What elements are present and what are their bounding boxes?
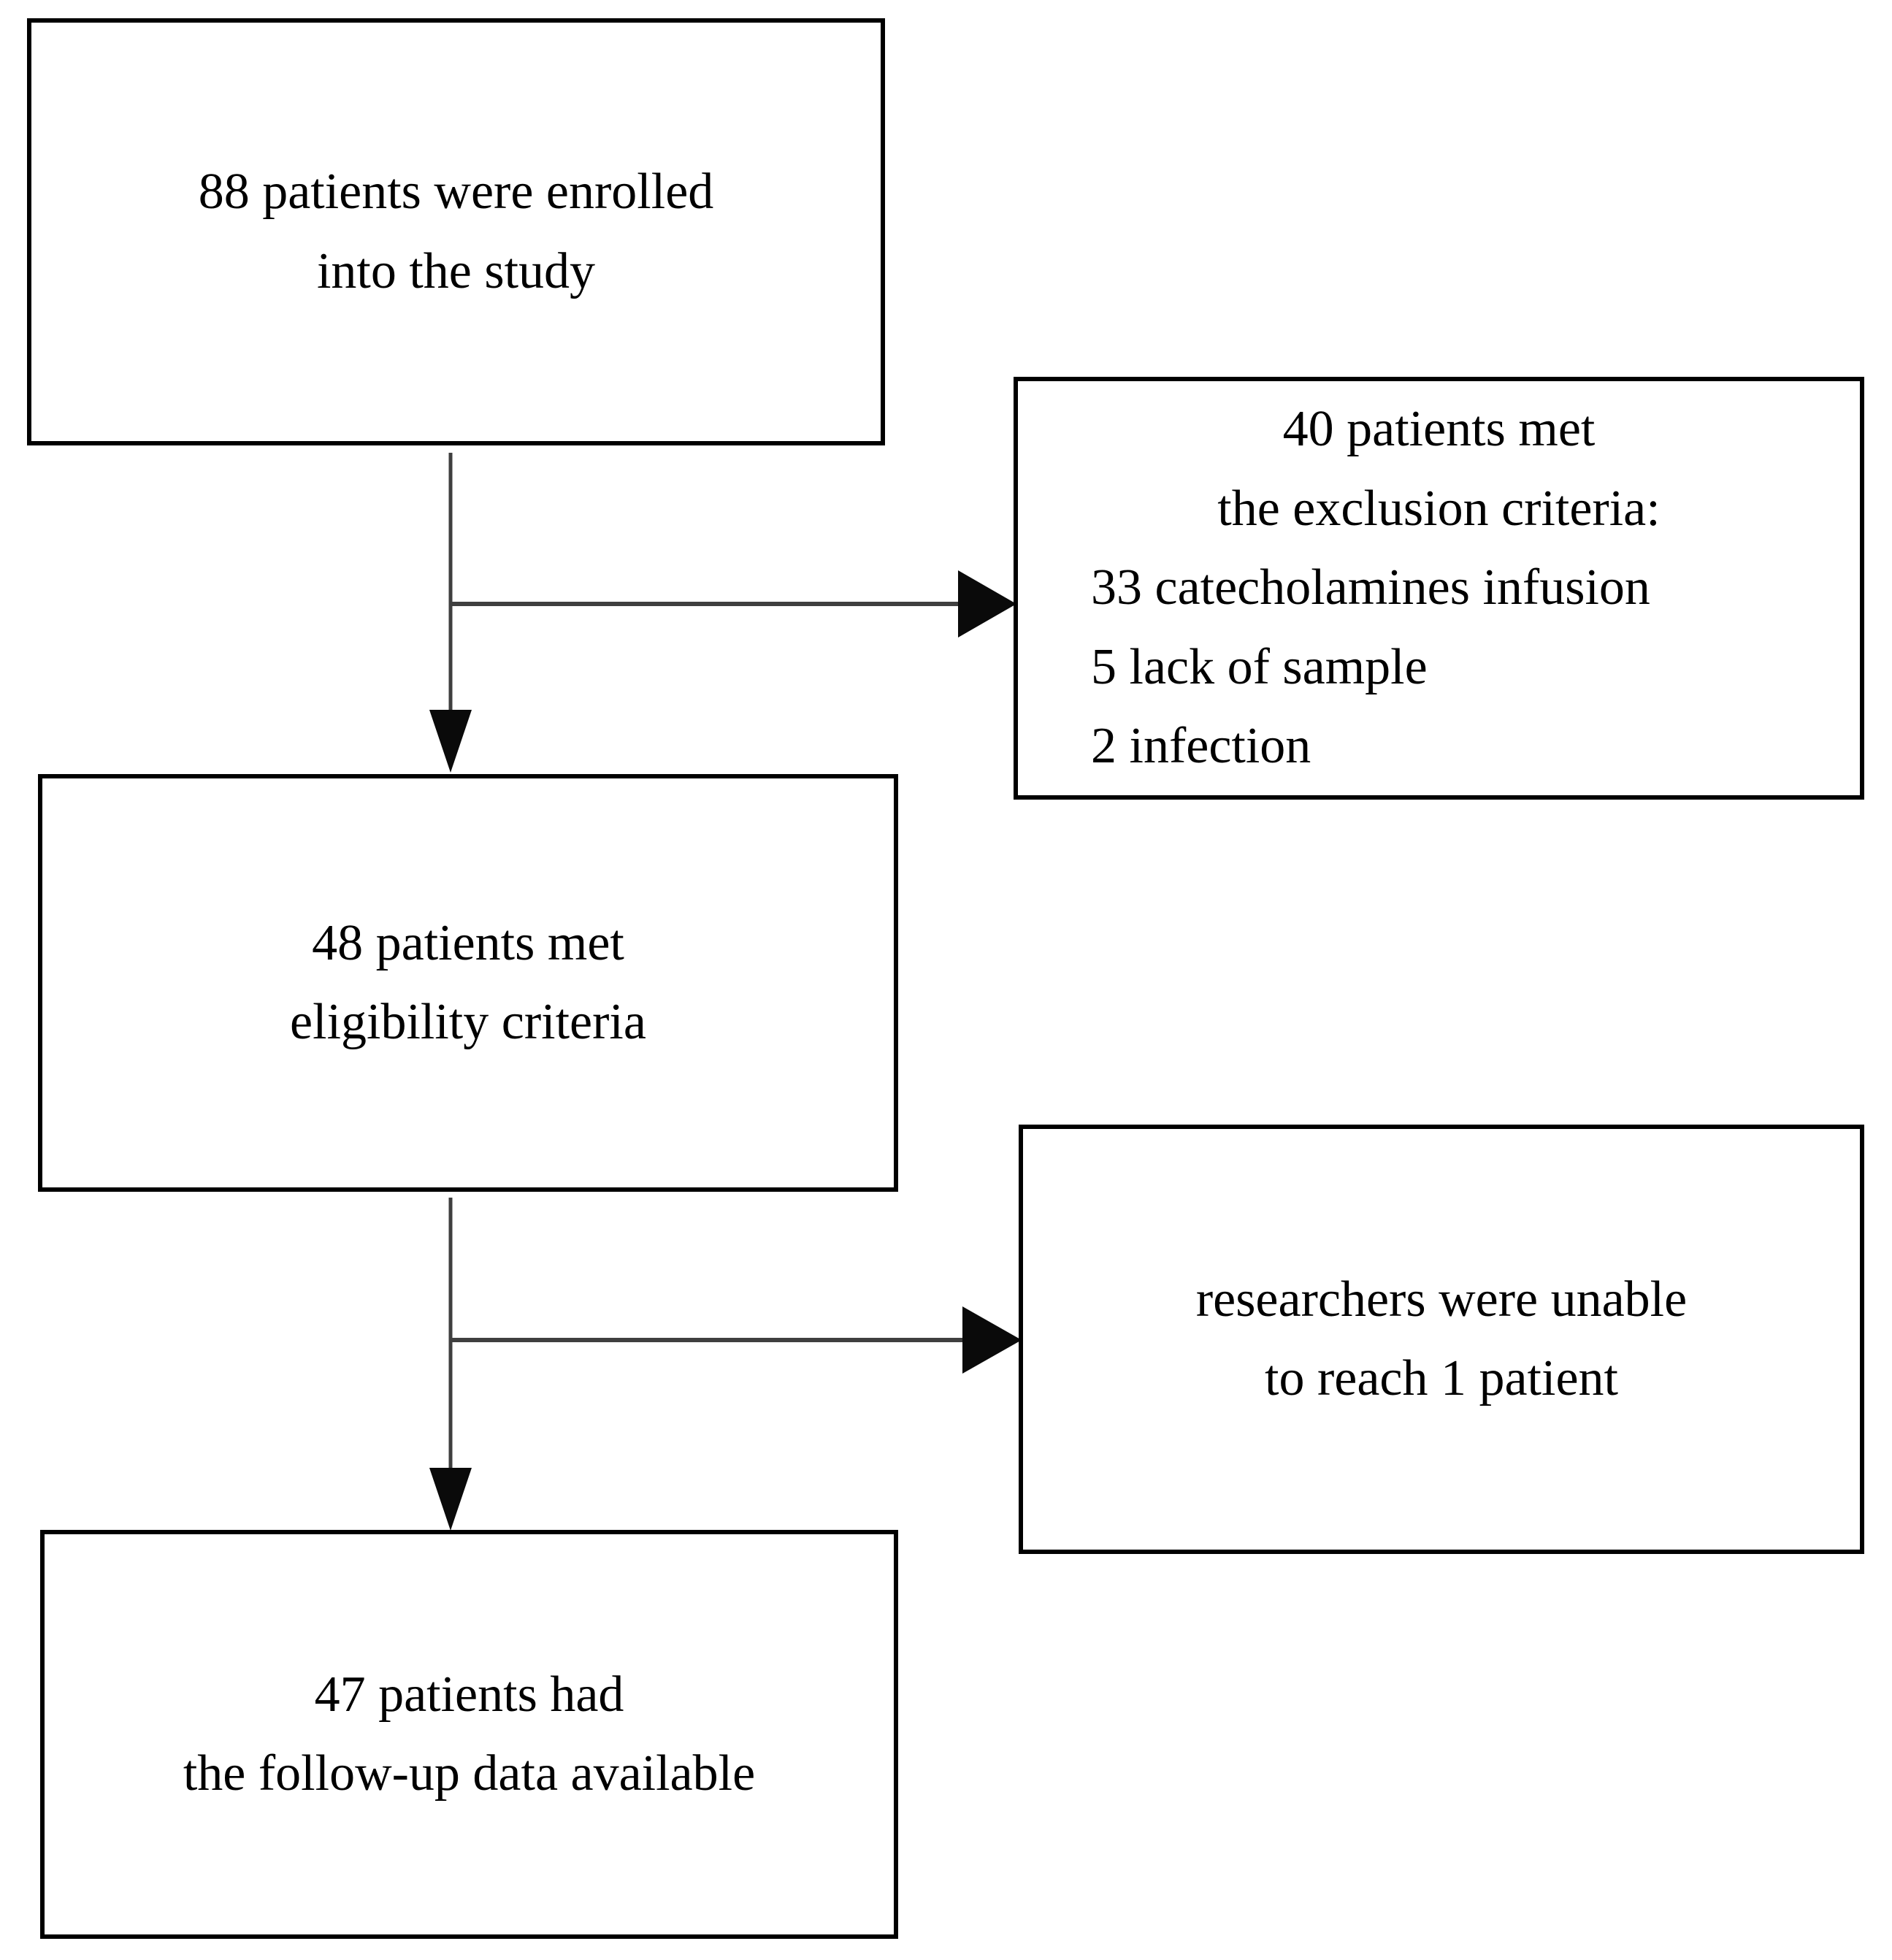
box-eligible-text-line-1: 48 patients met [312,914,624,971]
box-excluded-text-line-3: 33 catecholamines infusion [1091,559,1650,616]
box-enrolled-text-line-2: into the study [316,242,596,299]
box-enrolled: 88 patients were enrolled into the study [27,18,885,445]
box-followup-text-line-2: the follow-up data available [183,1745,756,1802]
arrow-right-icon [962,1306,1022,1374]
box-excluded-text-line-4: 5 lack of sample [1091,638,1428,695]
box-unreachable-text-line-2: to reach 1 patient [1265,1350,1618,1406]
box-followup-text-line-1: 47 patients had [314,1666,624,1723]
box-followup: 47 patients had the follow-up data avail… [40,1530,898,1939]
box-eligible: 48 patients met eligibility criteria [38,774,898,1192]
arrow-right-icon [958,570,1016,638]
box-unreachable-text-line-1: researchers were unable [1195,1271,1688,1328]
box-enrolled-text-line-1: 88 patients were enrolled [198,164,714,220]
box-eligible-text-line-2: eligibility criteria [290,994,646,1050]
box-excluded: 40 patients met the exclusion criteria: … [1014,377,1864,800]
box-excluded-text-line-1: 40 patients met [1282,401,1596,458]
box-unreachable: researchers were unable to reach 1 patie… [1019,1125,1864,1554]
box-excluded-text-line-5: 2 infection [1091,718,1311,775]
arrow-down-icon [429,1468,472,1531]
box-excluded-text-line-2: the exclusion criteria: [1217,480,1661,537]
arrow-down-icon [429,710,472,773]
